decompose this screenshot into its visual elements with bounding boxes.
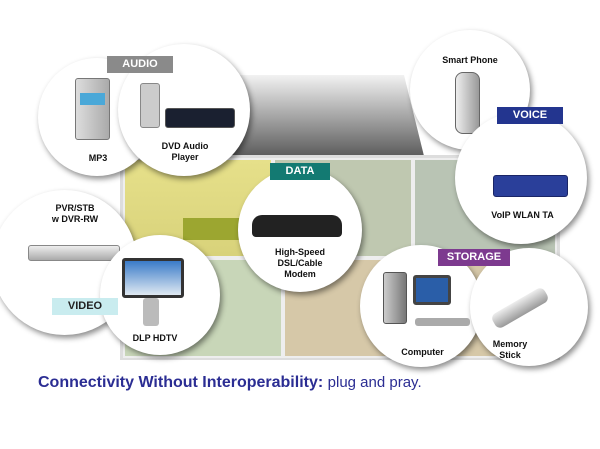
voip-label: VoIP WLAN TA [491,210,554,220]
dlp-tv-image [122,258,184,298]
dvd-audio-label-2: Player [171,152,199,162]
caption-rest: plug and pray. [327,374,422,391]
mp3-label: MP3 [88,153,108,163]
caption-bold: Connectivity Without Interoperability: [38,374,324,391]
voip-router-image [493,175,568,197]
dvd-audio-label-1: DVD Audio [161,141,209,151]
smart-phone-image [455,72,480,134]
memory-stick-label-2: Stick [499,350,521,360]
voice-tag: VOICE [497,107,563,124]
pvr-image [28,245,120,261]
modem-label-3: Modem [284,269,316,279]
pvr-label-1: PVR/STB [55,203,95,213]
storage-tag: STORAGE [438,249,510,266]
pvr-label-2: w DVR-RW [51,214,99,224]
sofa [183,218,253,240]
dlp-label: DLP HDTV [132,333,178,343]
modem-label-1: High-Speed [274,247,325,257]
computer-label: Computer [401,347,444,357]
caption: Connectivity Without Interoperability: p… [38,374,422,392]
smart-phone-label: Smart Phone [442,55,498,65]
computer-monitor-image [413,275,451,305]
data-tag: DATA [270,163,330,180]
tv-stand-image [143,298,159,326]
house-roof [215,75,425,160]
keyboard-image [415,318,470,326]
remote-image [140,83,160,128]
mp3-player-image [75,78,110,140]
modem-image [252,215,342,237]
dvd-receiver-image [165,108,235,128]
audio-tag: AUDIO [107,56,173,73]
memory-stick-label-1: Memory [492,339,528,349]
modem-label-2: DSL/Cable [277,258,323,268]
video-tag: VIDEO [52,298,118,315]
computer-tower-image [383,272,407,324]
